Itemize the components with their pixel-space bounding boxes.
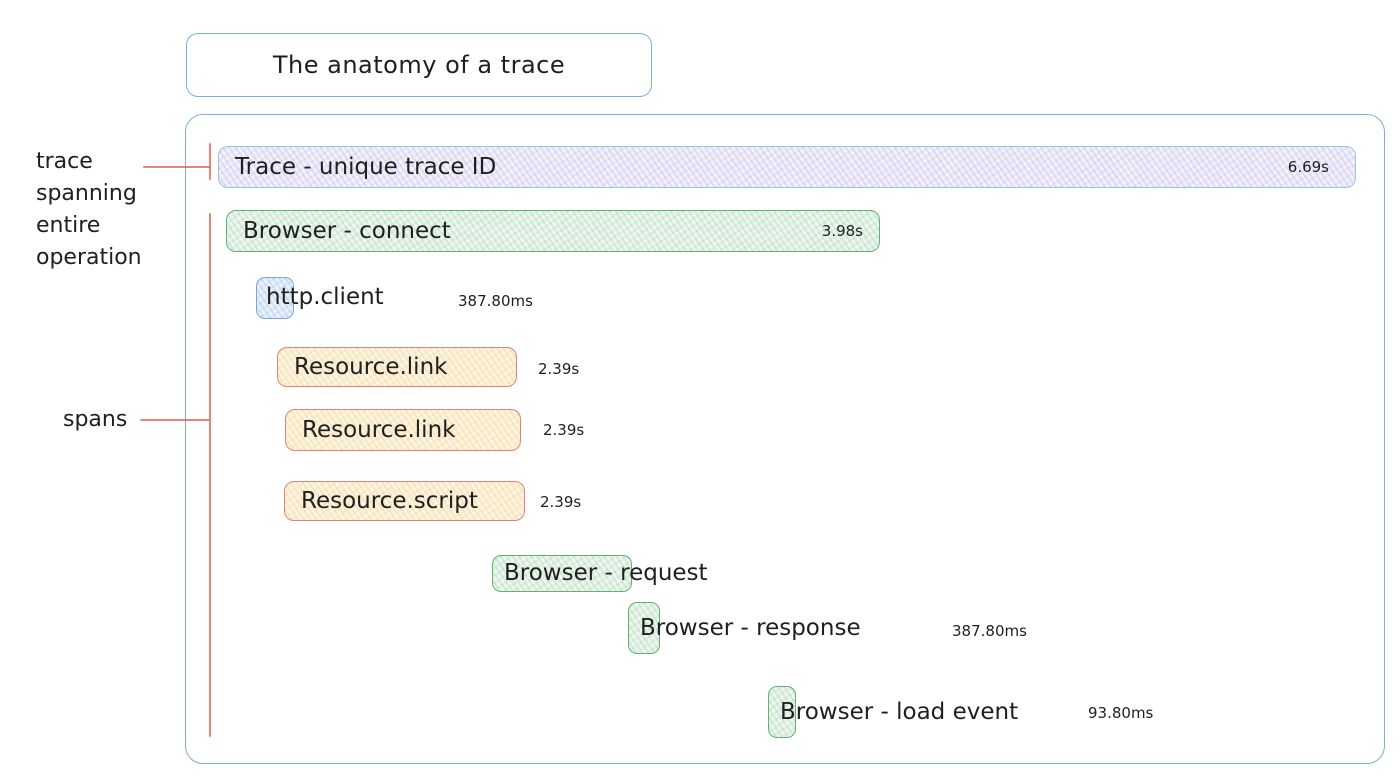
span-bar-browser-request: [492, 555, 632, 592]
span-label-browser-response: Browser - response: [640, 615, 861, 641]
span-duration-resource-link-1: 2.39s: [538, 360, 580, 378]
span-duration-resource-script: 2.39s: [540, 493, 582, 511]
span-bar-browser-connect: Browser - connect 3.98s: [226, 210, 880, 252]
span-bar-resource-link-2: Resource.link: [285, 409, 521, 451]
span-duration-browser-load-event: 93.80ms: [1088, 704, 1154, 722]
span-label-resource-link-1: Resource.link: [294, 354, 448, 380]
span-bar-resource-link-1: Resource.link: [277, 347, 517, 387]
span-label-browser-load-event: Browser - load event: [780, 699, 1019, 725]
span-duration-browser-connect: 3.98s: [821, 222, 863, 240]
annotation-trace-spanning: trace spanning entire operation: [36, 149, 142, 270]
span-bar-browser-load-event: [768, 686, 796, 738]
spans-connector-vertical: [209, 213, 211, 737]
trace-bar-duration: 6.69s: [1287, 158, 1329, 176]
trace-connector-line: [143, 166, 211, 168]
annotation-spans: spans: [63, 407, 128, 432]
spans-connector-line: [140, 419, 210, 421]
span-label-http-client: http.client: [266, 284, 384, 310]
diagram-title: The anatomy of a trace: [272, 51, 566, 79]
trace-bar-label: Trace - unique trace ID: [235, 154, 497, 180]
span-label-resource-link-2: Resource.link: [302, 417, 456, 443]
span-bar-resource-script: Resource.script: [284, 481, 525, 521]
span-bar-http-client: [256, 277, 294, 319]
diagram-title-box: The anatomy of a trace: [186, 33, 652, 97]
span-label-browser-request: Browser - request: [504, 560, 708, 586]
span-duration-http-client: 387.80ms: [458, 292, 533, 310]
span-label-resource-script: Resource.script: [301, 488, 478, 514]
span-label-browser-connect: Browser - connect: [243, 218, 451, 244]
trace-connector-tick: [209, 143, 211, 180]
trace-bar: Trace - unique trace ID 6.69s: [218, 146, 1356, 188]
span-duration-browser-response: 387.80ms: [952, 622, 1027, 640]
span-bar-browser-response: [628, 602, 660, 654]
span-duration-resource-link-2: 2.39s: [543, 421, 585, 439]
